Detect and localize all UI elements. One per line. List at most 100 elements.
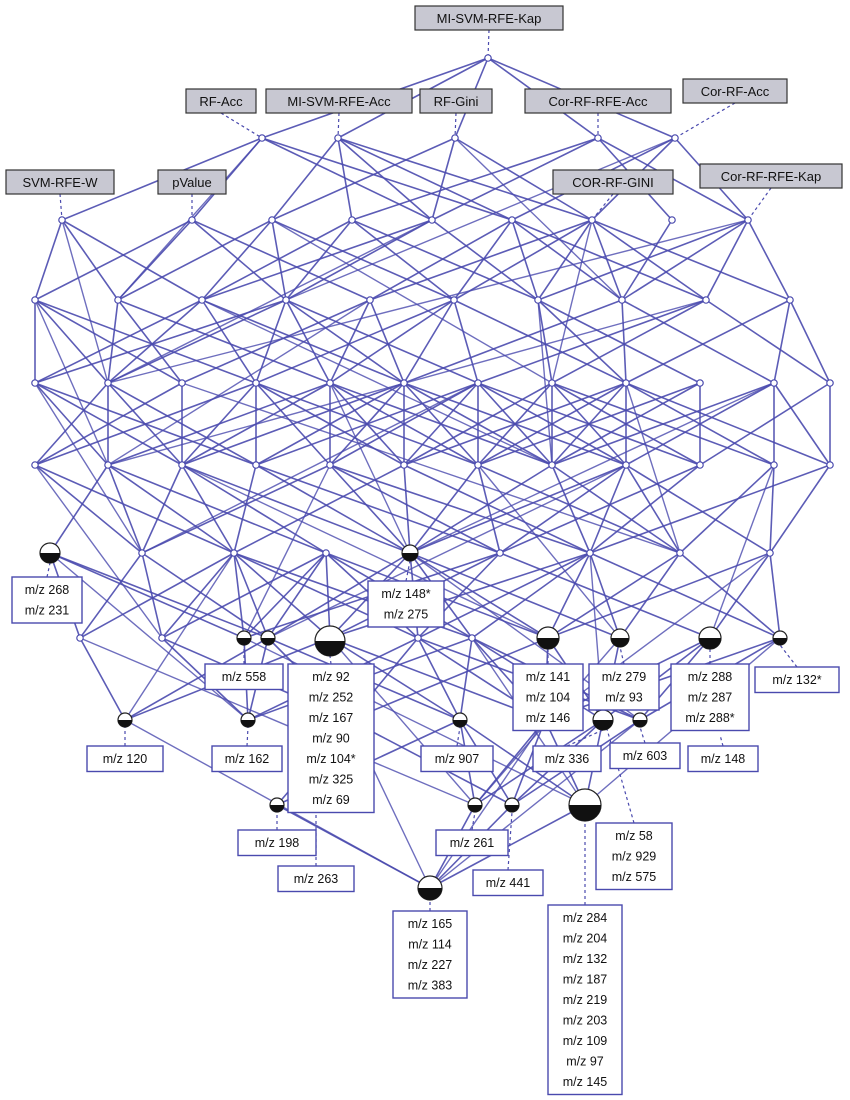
lattice-edge bbox=[201, 219, 433, 301]
lattice-node bbox=[178, 461, 186, 469]
lattice-edge bbox=[511, 219, 707, 301]
lattice-node bbox=[770, 461, 778, 469]
lattice-node bbox=[428, 216, 436, 224]
object-label-line: m/z 146 bbox=[526, 711, 571, 725]
lattice-edge bbox=[329, 464, 591, 554]
object-label-line: m/z 261 bbox=[450, 836, 495, 850]
lattice-edge bbox=[547, 552, 771, 639]
lattice-node bbox=[252, 379, 260, 387]
lattice-edge bbox=[537, 219, 749, 301]
object-label-line: m/z 325 bbox=[309, 773, 354, 787]
lattice-edge bbox=[589, 464, 701, 554]
object-label-line: m/z 288 bbox=[688, 670, 733, 684]
object-connector bbox=[246, 726, 249, 747]
lattice-node bbox=[178, 379, 186, 387]
lattice-edge bbox=[201, 219, 273, 301]
lattice-edge bbox=[511, 219, 623, 301]
lattice-edge bbox=[709, 552, 771, 639]
attribute-label-text: COR-RF-GINI bbox=[572, 175, 654, 190]
lattice-edge bbox=[409, 464, 627, 554]
lattice-edge bbox=[679, 552, 781, 639]
lattice-edge bbox=[49, 464, 109, 554]
lattice-edge bbox=[79, 552, 143, 639]
lattice-edge bbox=[431, 219, 539, 301]
lattice-edge bbox=[337, 57, 489, 139]
lattice-edge bbox=[369, 219, 593, 301]
object-node bbox=[452, 712, 468, 728]
lattice-node bbox=[258, 134, 266, 142]
object-label: m/z 603 bbox=[609, 742, 681, 770]
lattice-edge bbox=[329, 637, 546, 721]
attribute-label-text: pValue bbox=[172, 175, 212, 190]
object-label: m/z 441 bbox=[472, 869, 544, 897]
object-label-line: m/z 162 bbox=[225, 752, 270, 766]
lattice-edge bbox=[551, 382, 775, 466]
lattice-edge bbox=[511, 219, 539, 301]
lattice-edge bbox=[49, 552, 269, 639]
lattice-edge bbox=[369, 219, 513, 301]
lattice-edge bbox=[337, 137, 353, 221]
attribute-connector bbox=[674, 102, 736, 139]
lattice-edge bbox=[547, 552, 591, 639]
lattice-edge bbox=[271, 137, 339, 221]
object-label: m/z 162 bbox=[211, 745, 283, 773]
object-label-line: m/z 120 bbox=[103, 752, 148, 766]
object-node bbox=[772, 630, 788, 646]
lattice-edge bbox=[181, 299, 371, 384]
lattice-edge bbox=[285, 299, 479, 384]
lattice-edge bbox=[551, 382, 701, 466]
object-label-line: m/z 109 bbox=[563, 1034, 608, 1048]
lattice-edge bbox=[621, 299, 627, 384]
object-label-line: m/z 148 bbox=[701, 752, 746, 766]
lattice-node bbox=[548, 379, 556, 387]
lattice-edge bbox=[107, 219, 433, 384]
lattice-node bbox=[534, 296, 542, 304]
lattice-edge bbox=[417, 637, 461, 721]
attribute-label: COR-RF-GINI bbox=[552, 169, 674, 195]
lattice-edge bbox=[477, 464, 621, 639]
object-label-line: m/z 252 bbox=[309, 691, 354, 705]
lattice-edge bbox=[34, 464, 163, 639]
lattice-node bbox=[114, 296, 122, 304]
lattice-edge bbox=[267, 464, 627, 639]
lattice-edge bbox=[191, 219, 287, 301]
lattice-edge bbox=[141, 552, 163, 639]
object-connector bbox=[566, 729, 604, 747]
object-label-line: m/z 336 bbox=[545, 752, 590, 766]
attribute-label-text: SVM-RFE-W bbox=[22, 175, 98, 190]
object-node bbox=[236, 630, 252, 646]
lattice-edge bbox=[107, 464, 327, 554]
object-node bbox=[39, 542, 61, 564]
lattice-edge bbox=[181, 382, 405, 466]
lattice-edge bbox=[107, 219, 749, 384]
lattice-edge bbox=[551, 219, 593, 384]
object-label-line: m/z 287 bbox=[688, 691, 733, 705]
lattice-edge bbox=[34, 382, 143, 554]
object-label-line: m/z 145 bbox=[563, 1075, 608, 1089]
lattice-edge bbox=[79, 637, 476, 806]
lattice-node bbox=[671, 134, 679, 142]
lattice-node bbox=[668, 216, 676, 224]
object-connector bbox=[619, 646, 625, 665]
label-connectors bbox=[46, 29, 798, 911]
lattice-edge bbox=[233, 552, 269, 639]
object-node bbox=[568, 788, 602, 822]
lattice-node bbox=[334, 134, 342, 142]
lattice-node bbox=[622, 461, 630, 469]
lattice-edge bbox=[61, 219, 119, 301]
lattice-node bbox=[198, 296, 206, 304]
lattice-edge bbox=[403, 382, 627, 466]
lattice-edge bbox=[477, 382, 627, 466]
lattice-edge bbox=[124, 552, 235, 721]
lattice-edge bbox=[329, 382, 479, 466]
lattice-edge bbox=[161, 552, 327, 639]
lattice-edge bbox=[141, 382, 479, 554]
object-label-line: m/z 132 bbox=[563, 952, 608, 966]
object-label: m/z 148*m/z 275 bbox=[367, 580, 445, 628]
lattice-node bbox=[58, 216, 66, 224]
attribute-connector bbox=[487, 29, 490, 59]
lattice-edge bbox=[329, 464, 411, 554]
lattice-edge bbox=[107, 299, 287, 384]
lattice-edge bbox=[537, 219, 593, 301]
